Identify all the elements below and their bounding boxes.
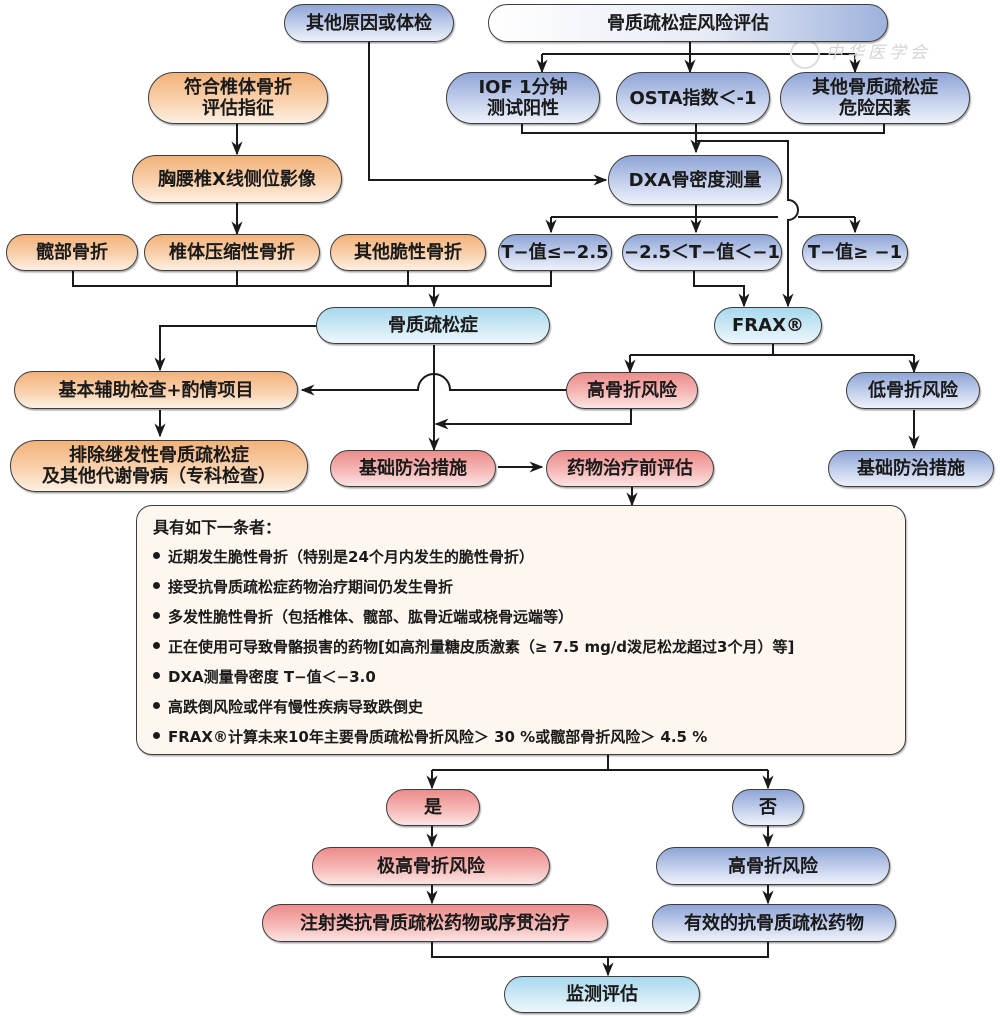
wire-treat-merge xyxy=(431,941,769,958)
node-t-le-neg25[interactable]: T−值≤−2.5 xyxy=(498,234,612,271)
node-risk-assessment[interactable]: 骨质疏松症风险评估 xyxy=(488,4,888,42)
criteria-box: 具有如下一条者： 近期发生脆性骨折（特别是24个月内发生的脆性骨折） 接受抗骨质… xyxy=(136,505,906,755)
node-other-fragility[interactable]: 其他脆性骨折 xyxy=(330,234,486,271)
criteria-list: 近期发生脆性骨折（特别是24个月内发生的脆性骨折） 接受抗骨质疏松症药物治疗期间… xyxy=(153,542,889,752)
criteria-title: 具有如下一条者： xyxy=(153,518,282,537)
wire-highrisk-basic xyxy=(300,373,566,396)
node-yes[interactable]: 是 xyxy=(386,789,480,826)
wire-other-cause-dxa xyxy=(368,40,608,186)
node-no[interactable]: 否 xyxy=(732,789,804,826)
wire-criteria-split xyxy=(432,755,768,771)
node-basic-exam[interactable]: 基本辅助检查+酌情项目 xyxy=(14,371,298,409)
bullet-icon xyxy=(153,612,160,619)
wire-three-merge xyxy=(521,122,885,134)
node-low-risk[interactable]: 低骨折风险 xyxy=(846,372,980,409)
bullet-icon xyxy=(153,552,160,559)
wire-highrisk-down xyxy=(434,408,632,430)
wire-frax-split xyxy=(630,343,914,356)
criteria-item: 高跌倒风险或伴有慢性疾病导致跌倒史 xyxy=(153,692,889,722)
criteria-item: 接受抗骨质疏松症药物治疗期间仍发生骨折 xyxy=(153,572,889,602)
watermark-text: 中华医学会 xyxy=(826,43,931,63)
node-vertebral-compression[interactable]: 椎体压缩性骨折 xyxy=(144,234,320,271)
node-very-high-risk[interactable]: 极高骨折风险 xyxy=(312,847,550,885)
bullet-icon xyxy=(153,642,160,649)
seal-icon xyxy=(790,38,820,69)
wire-dxa-split xyxy=(551,203,855,218)
node-basic-prevention-right[interactable]: 基础防治措施 xyxy=(828,450,994,487)
node-vertebral-indication[interactable]: 符合椎体骨折 评估指征 xyxy=(148,72,328,124)
node-spine-xray[interactable]: 胸腰椎X线侧位影像 xyxy=(132,155,342,203)
node-other-cause[interactable]: 其他原因或体检 xyxy=(284,4,454,42)
node-monitor[interactable]: 监测评估 xyxy=(504,976,700,1013)
node-effective-drug[interactable]: 有效的抗骨质疏松药物 xyxy=(652,904,896,942)
node-t-ge-neg1[interactable]: T−值≥ −1 xyxy=(802,234,908,271)
wire-osteo-basic xyxy=(154,325,318,372)
node-injectable-therapy[interactable]: 注射类抗骨质疏松药物或序贯治疗 xyxy=(262,904,608,942)
bullet-icon xyxy=(153,582,160,589)
wire-bypass-frax xyxy=(696,140,799,308)
node-high-risk-2[interactable]: 高骨折风险 xyxy=(656,847,890,885)
bullet-icon xyxy=(153,702,160,709)
node-dxa[interactable]: DXA骨密度测量 xyxy=(608,155,782,205)
criteria-item: 近期发生脆性骨折（特别是24个月内发生的脆性骨折） xyxy=(153,542,889,572)
node-exclude-secondary[interactable]: 排除继发性骨质疏松症 及其他代谢骨病（专科检查） xyxy=(10,440,308,492)
criteria-item: 正在使用可导致骨骼损害的药物[如高剂量糖皮质激素（≥ 7.5 mg/d泼尼松龙超… xyxy=(153,632,889,662)
node-high-risk[interactable]: 高骨折风险 xyxy=(566,372,698,409)
criteria-item: 多发性脆性骨折（包括椎体、髋部、肱骨近端或桡骨远端等） xyxy=(153,602,889,632)
node-pre-treatment-eval[interactable]: 药物治疗前评估 xyxy=(546,450,714,487)
wire-fractures-merge xyxy=(72,270,552,287)
bullet-icon xyxy=(153,732,160,739)
bullet-icon xyxy=(153,672,160,679)
node-basic-prevention-left[interactable]: 基础防治措施 xyxy=(330,450,496,487)
criteria-item: DXA测量骨密度 T−值＜−3.0 xyxy=(153,662,889,692)
node-other-risk-factors[interactable]: 其他骨质疏松症 危险因素 xyxy=(780,72,970,124)
node-osteoporosis[interactable]: 骨质疏松症 xyxy=(316,307,550,344)
watermark: 中华医学会 xyxy=(790,38,931,69)
node-t-between[interactable]: −2.5＜T−值＜−1 xyxy=(622,234,782,271)
wire-t2-frax xyxy=(693,270,750,308)
node-osta-index[interactable]: OSTA指数＜-1 xyxy=(616,72,770,124)
node-iof-test[interactable]: IOF 1分钟 测试阳性 xyxy=(446,72,600,124)
criteria-item: FRAX®计算未来10年主要骨质疏松骨折风险＞ 30 %或髋部骨折风险＞ 4.5… xyxy=(153,722,889,752)
node-hip-fracture[interactable]: 髋部骨折 xyxy=(6,234,138,271)
node-frax[interactable]: FRAX® xyxy=(714,307,822,344)
